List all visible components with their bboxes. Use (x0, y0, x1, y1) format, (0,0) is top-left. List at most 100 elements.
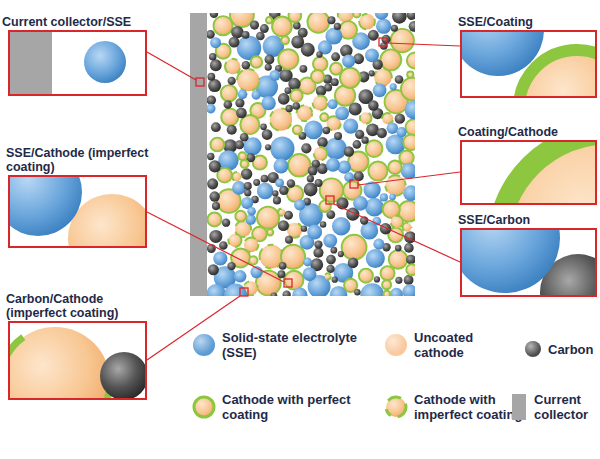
particle (359, 269, 373, 283)
particle (261, 175, 269, 183)
callout-box: Current collector/SSE (8, 30, 147, 96)
callout-detail (9, 176, 146, 247)
particle (292, 102, 300, 110)
particle (244, 189, 251, 196)
particle (373, 84, 387, 98)
legend-label: Cathode with perfect coating (222, 392, 372, 422)
particle (265, 64, 272, 71)
particle (330, 63, 342, 75)
particle (390, 83, 397, 90)
particle (319, 200, 331, 212)
callout-detail (461, 31, 596, 97)
particle (292, 287, 307, 296)
particle (326, 158, 340, 172)
particle (242, 61, 250, 69)
particle (365, 198, 384, 217)
particle (251, 90, 260, 99)
particle (253, 179, 260, 186)
particle (291, 35, 304, 48)
particle (228, 234, 241, 247)
particle (331, 52, 340, 61)
particle (288, 154, 311, 177)
particle (240, 133, 249, 142)
particle (207, 178, 218, 189)
callout-detail (9, 327, 146, 399)
particle (224, 100, 233, 109)
particle (406, 255, 415, 265)
particle (382, 113, 393, 124)
particle (213, 251, 227, 265)
particle (375, 13, 388, 20)
legend-swatch (382, 330, 410, 360)
particle (301, 225, 307, 231)
particle (311, 70, 324, 83)
particle (331, 78, 339, 86)
particle (391, 216, 403, 228)
particle (404, 275, 414, 285)
particle (380, 223, 391, 234)
particle (325, 273, 331, 279)
particle (286, 105, 293, 112)
particle (324, 84, 332, 92)
particle (382, 280, 391, 289)
particle (402, 284, 415, 296)
particle (262, 129, 273, 140)
particle (406, 264, 415, 275)
legend-item: Carbon (522, 334, 600, 364)
particle (210, 13, 218, 18)
particle (212, 202, 220, 210)
particle (237, 69, 259, 91)
particle (221, 108, 238, 125)
particle (389, 250, 408, 269)
particle (244, 238, 259, 253)
particle (242, 31, 250, 39)
particle (307, 175, 314, 182)
callout-box: SSE/Coating (460, 30, 597, 98)
particle (266, 17, 272, 23)
particle (390, 288, 403, 296)
callout-box: Coating/Cathode (460, 140, 597, 205)
particle (313, 57, 327, 71)
particle (235, 98, 244, 107)
particle (274, 158, 289, 173)
particle (374, 276, 380, 282)
particle (238, 90, 248, 100)
particle (271, 292, 278, 296)
particle (373, 239, 384, 250)
particle (257, 207, 279, 229)
particle (241, 160, 249, 168)
particle (209, 230, 222, 243)
leader-lines (147, 43, 460, 360)
particle (284, 211, 293, 220)
particle (207, 73, 215, 81)
particle (403, 185, 415, 201)
particle (403, 134, 415, 150)
particle (344, 172, 354, 182)
legend-item: Cathode with perfect coating (190, 392, 372, 422)
particle (380, 193, 388, 201)
callout-title: Coating/Cathode (458, 125, 598, 139)
legend-label: Current collector (534, 392, 600, 422)
particle (282, 290, 290, 296)
particle (211, 122, 221, 132)
particle (224, 284, 247, 296)
particle (314, 240, 322, 248)
particle (385, 175, 405, 195)
particle (228, 77, 236, 85)
particle (209, 160, 221, 172)
particle (334, 132, 342, 140)
particle (235, 140, 244, 149)
particle (326, 255, 336, 265)
particle (308, 166, 318, 176)
legend-swatch (190, 392, 218, 422)
particle (232, 181, 246, 195)
particle (299, 65, 307, 73)
particle (303, 258, 312, 267)
particle (207, 30, 215, 39)
particle (340, 68, 360, 88)
particle (405, 100, 415, 119)
callout-title: SSE/Cathode (imperfect coating) (6, 146, 151, 174)
particle (278, 209, 285, 216)
particle (256, 32, 265, 41)
